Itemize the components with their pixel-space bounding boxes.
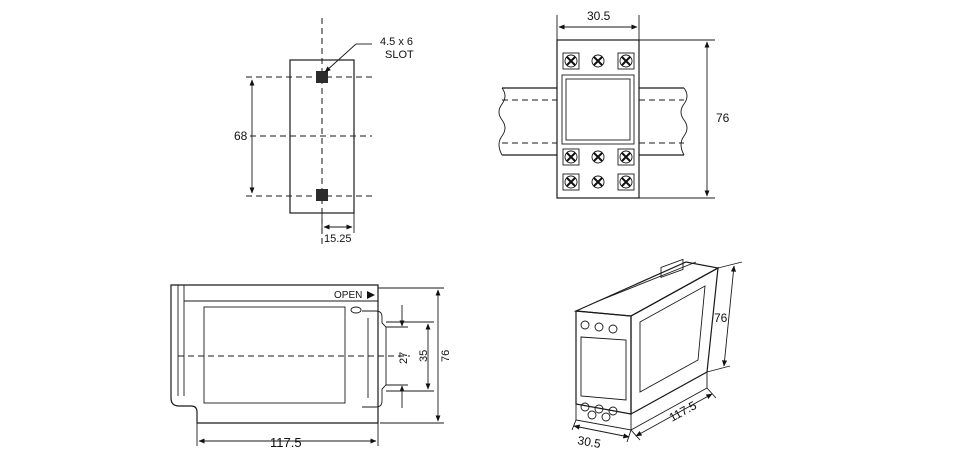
iso-dim-30-label: 30.5 xyxy=(576,433,602,451)
iso-terminal-1 xyxy=(580,320,590,330)
top-view-led xyxy=(350,306,362,314)
front-view-outline xyxy=(556,39,640,199)
top-view-latch xyxy=(362,310,387,408)
slot-bottom xyxy=(316,189,328,201)
open-arrow xyxy=(367,291,375,299)
terminals-top xyxy=(562,52,635,70)
iso-dim-76-label: 76 xyxy=(714,311,728,325)
front-view-panel-outer xyxy=(561,74,635,145)
iso-terminal-3 xyxy=(608,324,618,334)
dim-27-label: 27 xyxy=(398,352,410,364)
iso-front-panel xyxy=(580,336,627,401)
dim-30-label: 30.5 xyxy=(587,9,611,23)
dim-117-label: 117.5 xyxy=(270,435,302,450)
dim-76b-label: 76 xyxy=(440,350,452,362)
open-label: OPEN xyxy=(334,290,362,301)
iso-terminal-6 xyxy=(608,406,618,416)
top-view-window xyxy=(203,306,346,404)
front-view-panel-inner xyxy=(565,78,631,141)
din-rail xyxy=(498,87,688,156)
iso-dim-30-line xyxy=(573,424,630,439)
terminals-middle xyxy=(562,148,635,166)
iso-terminal-8 xyxy=(601,412,611,422)
iso-top-stripe xyxy=(595,261,697,303)
iso-front-face xyxy=(575,310,632,415)
dim-15-label: 15.25 xyxy=(324,233,352,245)
side-view: 4.5 x 6 SLOT 68 15.25 xyxy=(234,18,414,245)
iso-terminal-4 xyxy=(580,402,590,412)
iso-label-box xyxy=(660,258,684,279)
iso-dim-117-line xyxy=(635,393,713,437)
slot-top xyxy=(316,71,328,83)
dim-35-label: 35 xyxy=(418,350,430,362)
top-view: OPEN 117.5 27 35 76 xyxy=(170,284,452,450)
dim-68-label: 68 xyxy=(234,129,248,143)
iso-dim-117-label: 117.5 xyxy=(667,398,700,425)
isometric-view: 76 117.5 30.5 xyxy=(571,258,743,451)
iso-terminal-2 xyxy=(594,322,604,332)
slot-label-line1: 4.5 x 6 xyxy=(380,36,413,48)
iso-terminal-7 xyxy=(587,410,597,420)
front-view: 30.5 xyxy=(498,9,730,199)
iso-side-panel xyxy=(639,285,706,393)
terminals-bottom xyxy=(562,173,635,191)
iso-terminal-5 xyxy=(594,404,604,414)
dim-76-label: 76 xyxy=(716,111,730,125)
iso-dim-76-line xyxy=(722,265,736,367)
slot-leader-line xyxy=(324,43,357,73)
slot-label-line2: SLOT xyxy=(385,49,414,61)
iso-top-face xyxy=(573,261,720,317)
top-view-outline xyxy=(170,284,379,424)
